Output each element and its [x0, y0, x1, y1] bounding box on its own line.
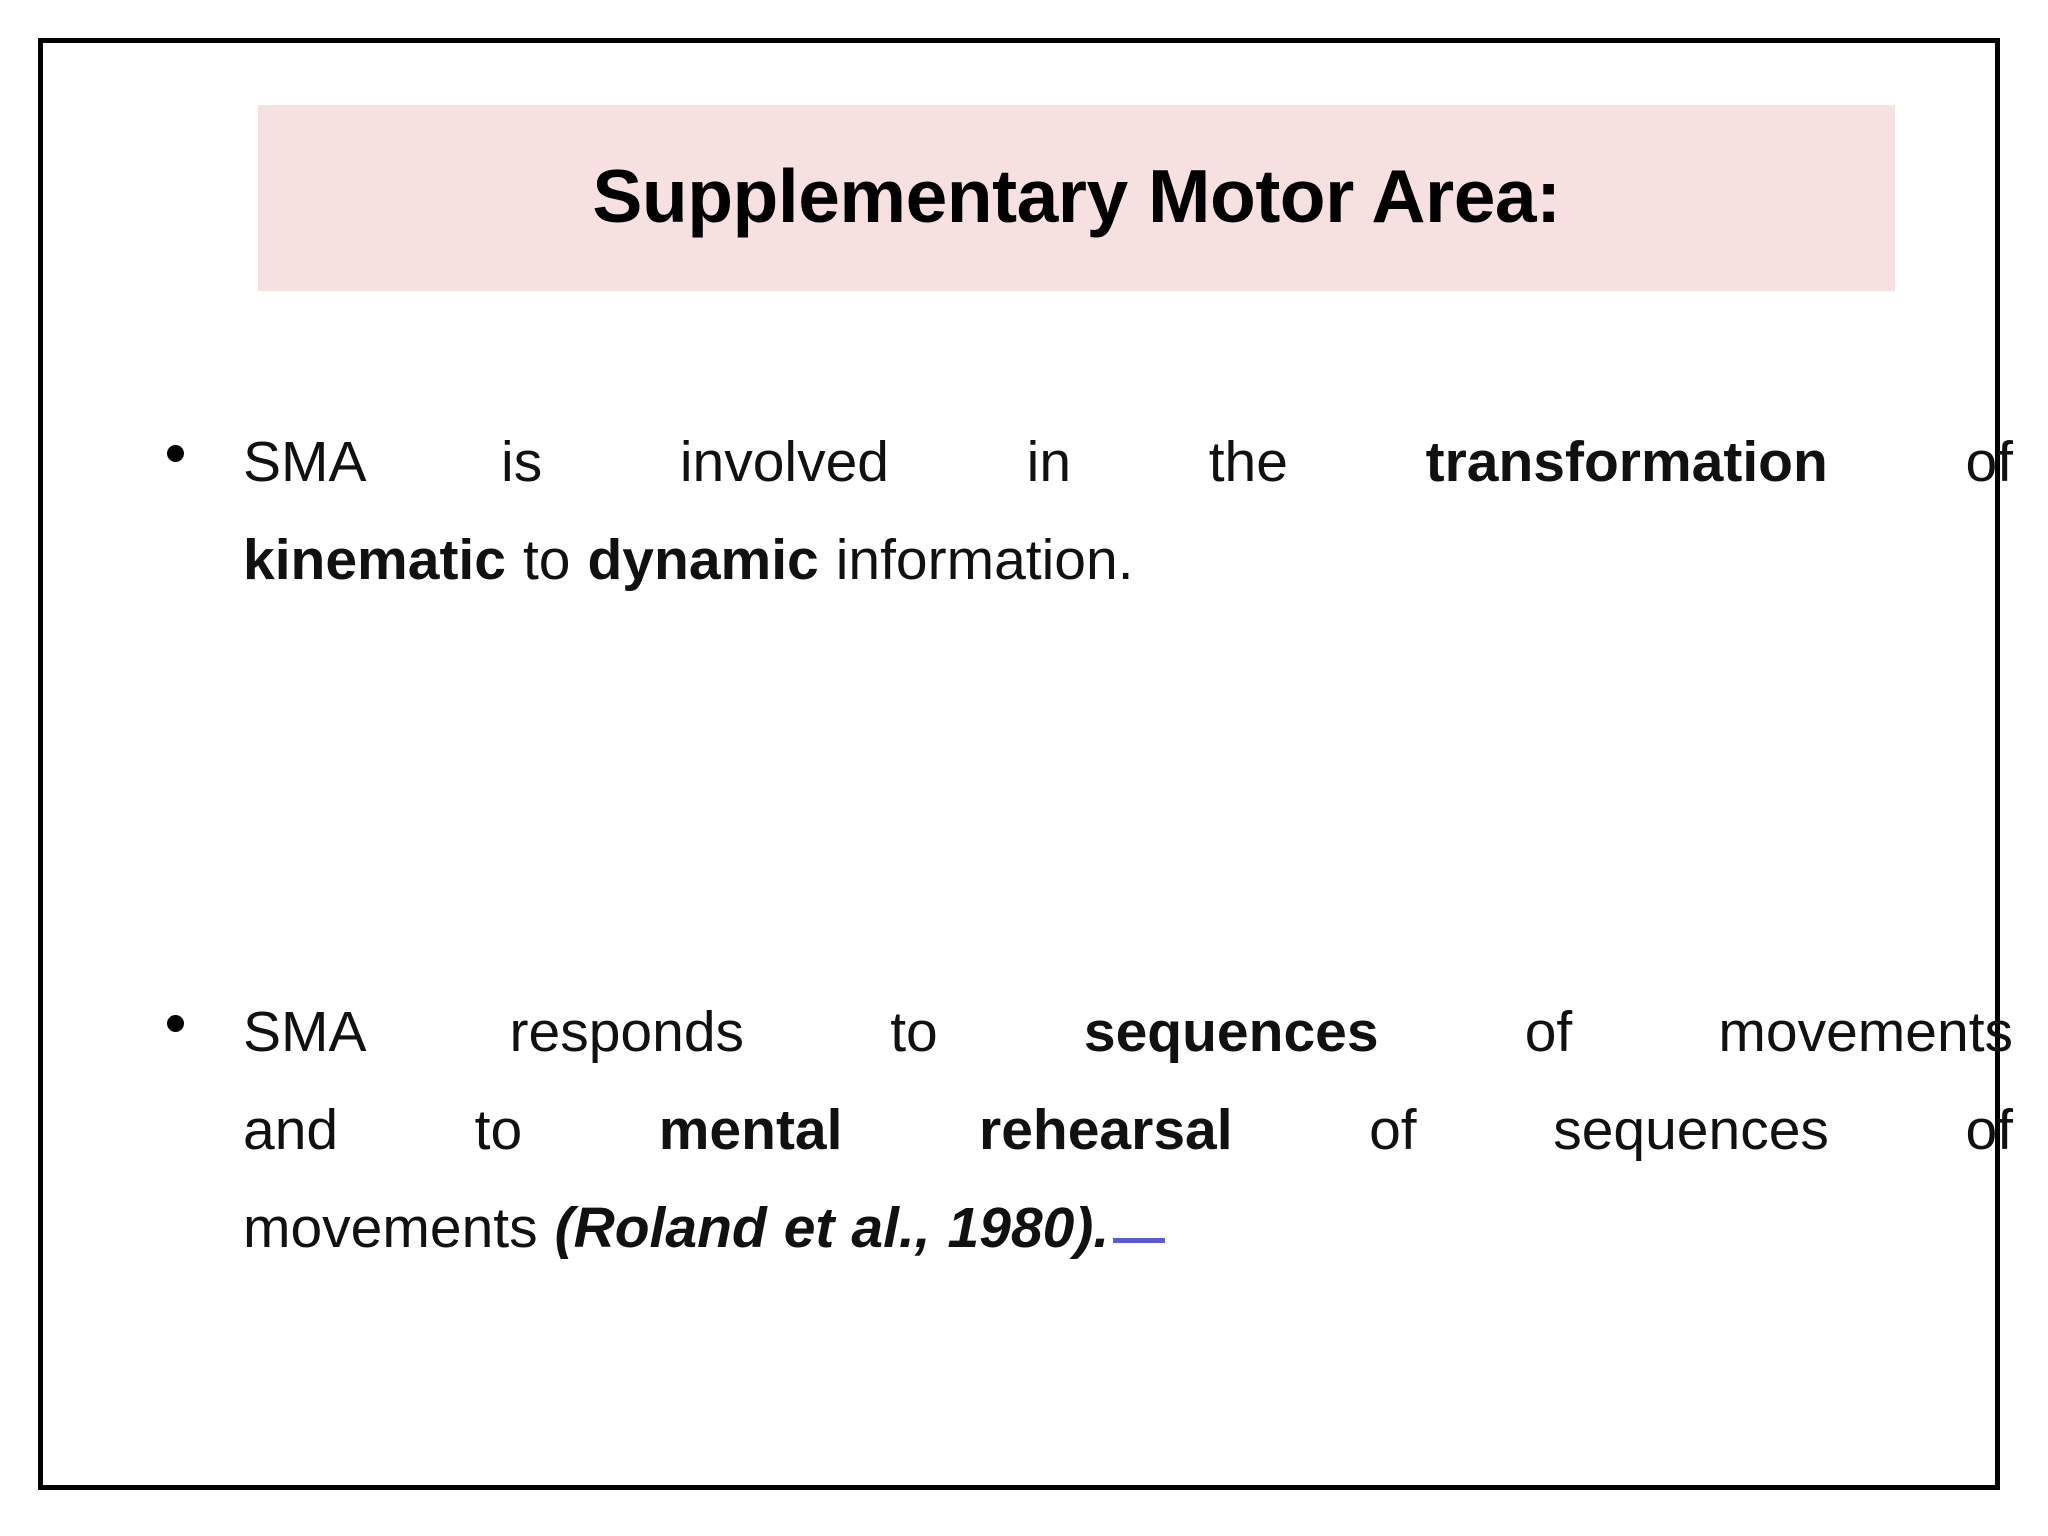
word: of: [1524, 1000, 1573, 1064]
bullet-2-text: SMA responds to sequences of movements a…: [243, 983, 2013, 1277]
citation-reference: (Roland et al., 1980).: [554, 1196, 1110, 1261]
bullet-dot-icon: [167, 1015, 184, 1032]
word: movements: [243, 1196, 538, 1261]
bullet-1-text: SMA is involved in the transformation of…: [243, 413, 2013, 609]
bullet-2-line-1: SMA responds to sequences of movements: [243, 983, 2013, 1081]
word: and: [243, 1098, 339, 1163]
bullet-item-2: SMA responds to sequences of movements a…: [153, 983, 2013, 1277]
word-emphasis: sequences: [1083, 1000, 1379, 1064]
bullet-item-1: SMA is involved in the transformation of…: [153, 413, 2013, 609]
slide-frame-border: Supplementary Motor Area: SMA is involve…: [38, 38, 2013, 1490]
word: to: [474, 1098, 523, 1163]
word: SMA: [243, 430, 364, 494]
word-emphasis: rehearsal: [979, 1098, 1233, 1163]
slide-body: SMA is involved in the transformation of…: [153, 413, 2013, 1493]
word: of: [1965, 1098, 2014, 1163]
bullet-2-line-2: and to mental rehearsal of sequences of: [243, 1081, 2013, 1179]
title-banner: Supplementary Motor Area:: [258, 105, 1895, 291]
word: in: [1026, 430, 1072, 494]
word: of: [1965, 430, 2013, 494]
word: is: [501, 430, 543, 494]
word: movements: [1718, 1000, 2014, 1064]
word: responds: [509, 1000, 745, 1064]
page-title: Supplementary Motor Area:: [592, 153, 1561, 238]
bullet-1-line-1: SMA is involved in the transformation of: [243, 413, 2013, 511]
word-emphasis: dynamic: [587, 528, 819, 593]
word: SMA: [243, 1000, 364, 1064]
bullet-1-line-2: kinematic to dynamic information.: [243, 511, 2013, 609]
bullet-dot-icon: [167, 445, 184, 462]
word: to: [890, 1000, 938, 1064]
word: to: [522, 528, 571, 593]
word: involved: [679, 430, 889, 494]
bullet-2-line-3: movements (Roland et al., 1980).: [243, 1179, 2013, 1277]
word: of: [1369, 1098, 1417, 1163]
word-emphasis: mental: [658, 1098, 843, 1163]
annotation-underline-mark: [1113, 1238, 1166, 1244]
word: information.: [835, 528, 1134, 593]
word-emphasis: transformation: [1425, 430, 1828, 494]
word: sequences: [1553, 1098, 1829, 1163]
word: the: [1208, 430, 1288, 494]
word-emphasis: kinematic: [243, 528, 506, 593]
